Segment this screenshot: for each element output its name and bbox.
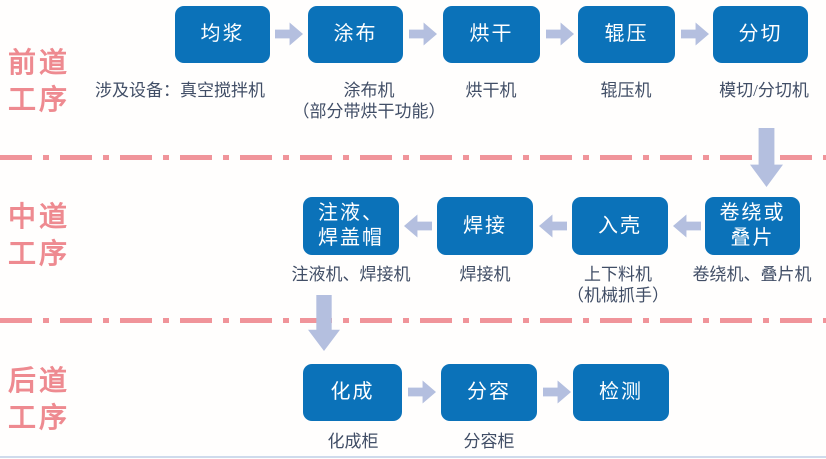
step-box-testing: 检测 <box>573 364 669 421</box>
step-box-casing: 入壳 <box>572 197 668 255</box>
bottom-border-line <box>0 456 826 458</box>
equipment-caption-winding-stacking: 卷绕机、叠片机 <box>692 265 812 284</box>
arrow-left-icon <box>404 214 432 238</box>
equipment-caption-coating: 涂布机 （部分带烘干功能） <box>292 81 446 122</box>
arrow-right-icon <box>543 380 571 404</box>
step-box-winding-stacking: 卷绕或叠片 <box>705 197 800 255</box>
step-box-drying: 烘干 <box>443 6 540 63</box>
equipment-caption-drying: 烘干机 <box>465 81 517 100</box>
equipment-caption-slitting: 模切/分切机 <box>719 81 809 100</box>
equipment-caption-casing: 上下料机 （机械抓手） <box>567 265 669 306</box>
arrow-left-icon <box>539 214 567 238</box>
arrow-down-icon <box>308 295 340 351</box>
arrow-right-icon <box>275 22 303 46</box>
section-divider-2 <box>0 318 826 323</box>
equipment-caption-calendering: 辊压机 <box>600 81 652 100</box>
stage-label-back: 后道 工序 <box>8 366 71 434</box>
equipment-caption-welding: 焊接机 <box>459 265 511 284</box>
step-box-welding: 焊接 <box>437 197 533 255</box>
step-box-slurry-mixing: 均浆 <box>175 6 270 63</box>
arrow-right-icon <box>409 22 437 46</box>
step-box-calendering: 辊压 <box>578 6 675 63</box>
step-box-grading: 分容 <box>441 364 537 421</box>
section-divider-1 <box>0 155 826 160</box>
arrow-right-icon <box>546 22 574 46</box>
stage-label-front: 前道 工序 <box>8 48 71 116</box>
step-box-slitting: 分切 <box>713 6 808 63</box>
equipment-caption-formation: 化成柜 <box>327 432 379 451</box>
arrow-right-icon <box>408 380 436 404</box>
arrow-left-icon <box>673 214 701 238</box>
arrow-right-icon <box>681 22 709 46</box>
step-box-formation: 化成 <box>303 364 402 421</box>
equipment-caption-grading: 分容柜 <box>463 432 515 451</box>
step-box-injection-capping: 注液、焊盖帽 <box>303 197 399 255</box>
equipment-caption-slurry-mixing: 涉及设备：真空搅拌机 <box>95 81 265 100</box>
step-box-coating: 涂布 <box>308 6 403 63</box>
stage-label-middle: 中道 工序 <box>8 202 71 270</box>
equipment-caption-injection-capping: 注液机、焊接机 <box>291 265 411 284</box>
